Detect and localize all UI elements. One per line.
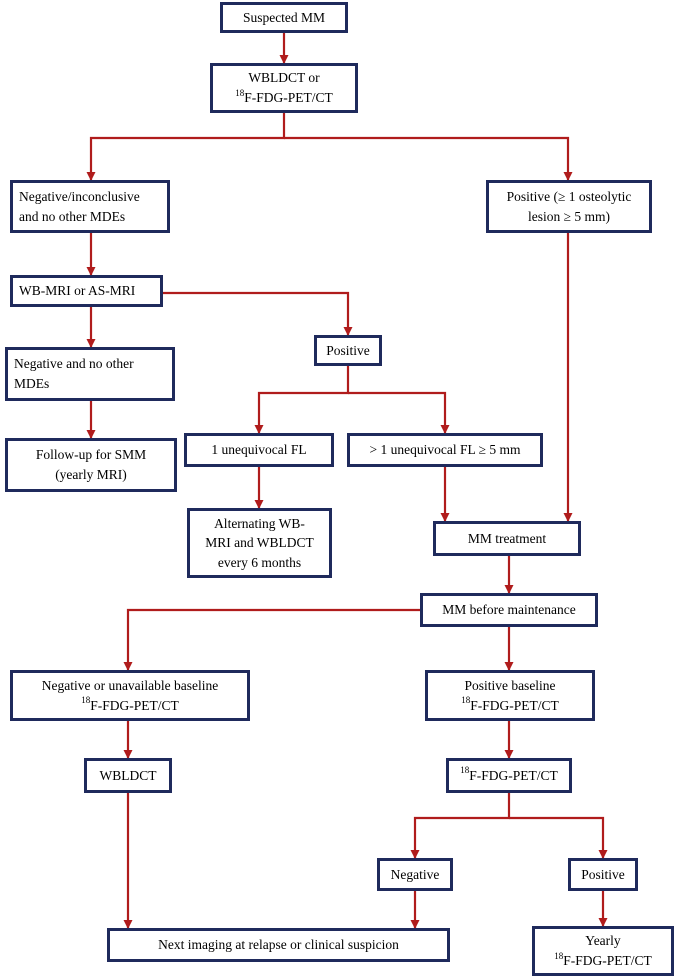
node-next-imaging: Next imaging at relapse or clinical susp…: [107, 928, 450, 962]
node-mm-before-maintenance: MM before maintenance: [420, 593, 598, 627]
node-wb-mri: WB-MRI or AS-MRI: [10, 275, 163, 307]
arrow-maintenance-to-negative-baseline: [123, 608, 420, 671]
node-positive-final: Positive: [568, 858, 638, 891]
node-alternating: Alternating WB- MRI and WBLDCT every 6 m…: [187, 508, 332, 578]
node-positive-mri: Positive: [314, 335, 382, 366]
arrow-petct-to-negative: [410, 792, 511, 859]
node-positive-osteolytic: Positive (≥ 1 osteolytic lesion ≥ 5 mm): [486, 180, 652, 233]
node-mm-treatment: MM treatment: [433, 521, 581, 556]
node-more-fl: > 1 unequivocal FL ≥ 5 mm: [347, 433, 543, 467]
arrow-positive-to-morefl: [348, 391, 450, 434]
node-positive-baseline: Positive baseline 18F-FDG-PET/CT: [425, 670, 595, 721]
node-suspected-mm: Suspected MM: [220, 2, 348, 33]
node-negative-final: Negative: [377, 858, 453, 891]
node-one-fl: 1 unequivocal FL: [184, 433, 334, 467]
arrow-petct-to-positive: [509, 816, 608, 859]
node-yearly: Yearly 18F-FDG-PET/CT: [532, 926, 674, 976]
node-wbldct: WBLDCT: [84, 758, 172, 793]
arrow-wbmri-to-positive: [163, 291, 353, 336]
node-negative-inconclusive: Negative/inconclusive and no other MDEs: [10, 180, 170, 233]
arrow-wbldct-to-negative: [86, 112, 286, 181]
arrow-wbldct-to-positive: [284, 136, 573, 181]
node-negative-no-mdes: Negative and no other MDEs: [5, 347, 175, 401]
node-negative-baseline: Negative or unavailable baseline 18F-FDG…: [10, 670, 250, 721]
node-wbldct-or-pet: WBLDCT or 18F-FDG-PET/CT: [210, 63, 358, 113]
node-followup-smm: Follow-up for SMM (yearly MRI): [5, 438, 177, 492]
node-pet-ct: 18F-FDG-PET/CT: [446, 758, 572, 793]
arrow-positive-to-onefl: [254, 365, 350, 434]
